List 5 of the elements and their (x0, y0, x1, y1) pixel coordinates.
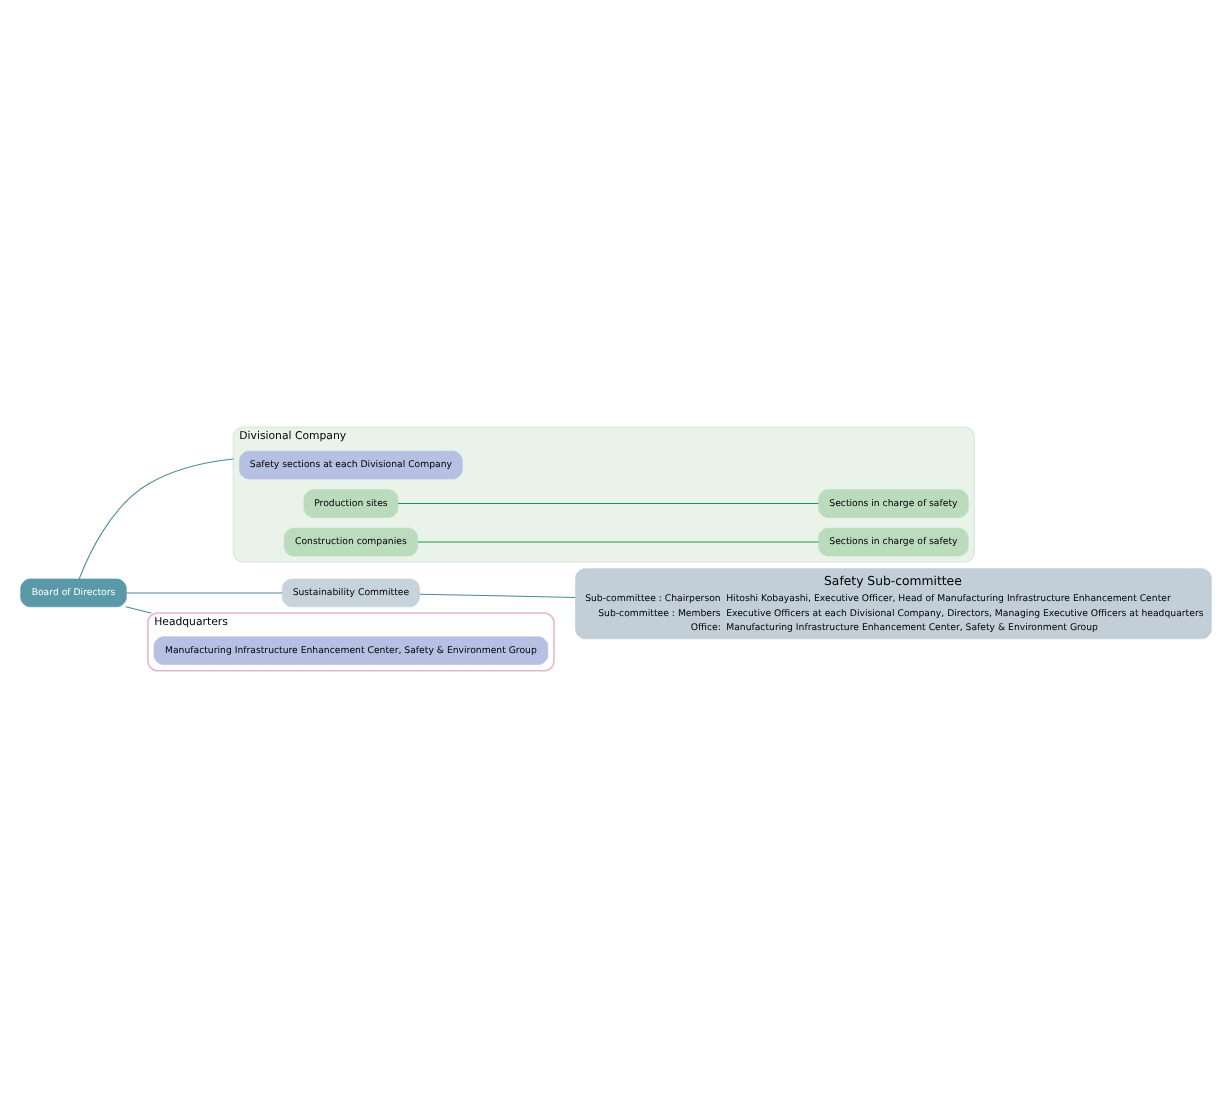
connector (126, 592, 283, 594)
connector (78, 458, 234, 580)
connector (419, 593, 576, 598)
connector (397, 503, 819, 505)
connector (125, 606, 152, 614)
